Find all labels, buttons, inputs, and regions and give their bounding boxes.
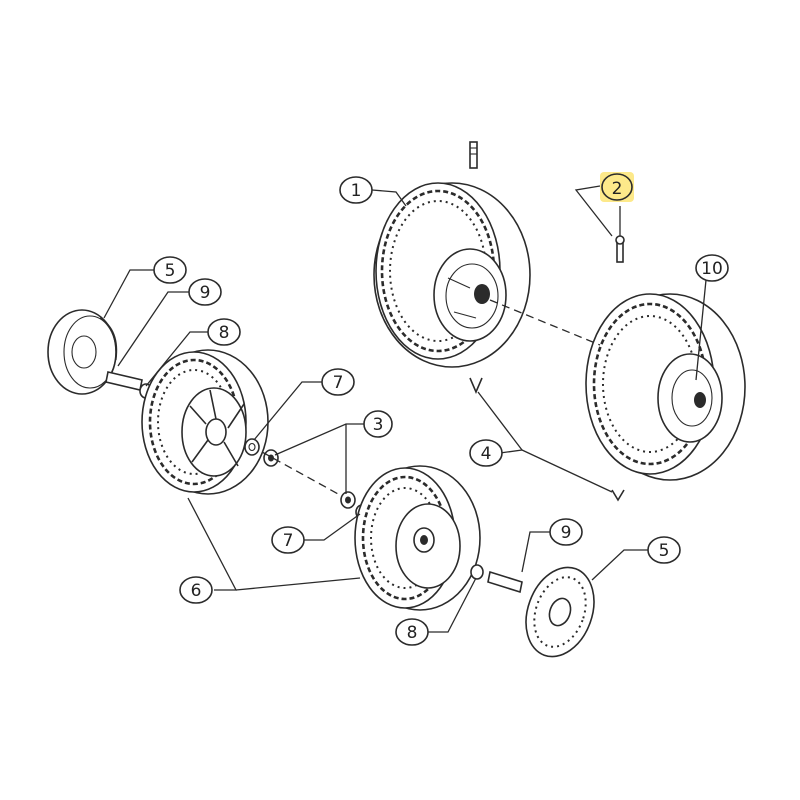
callout-label: 2 (612, 179, 623, 199)
callout-7-upper: 7 (321, 368, 355, 396)
callout-label: 4 (481, 444, 492, 464)
rear-wheel-1 (373, 182, 531, 368)
callout-label: 9 (200, 283, 211, 303)
callout-3: 3 (363, 410, 393, 438)
callout-label: 5 (659, 541, 670, 561)
nut-upper (263, 449, 279, 467)
callout-6: 6 (179, 576, 213, 604)
front-wheel-right (354, 465, 481, 611)
callout-label: 8 (407, 623, 418, 643)
callout-label: 7 (333, 373, 344, 393)
callout-1: 1 (339, 176, 373, 204)
hubcap-right (525, 566, 595, 658)
axle-line-front (261, 451, 341, 496)
callout-label: 5 (165, 261, 176, 281)
callout-label: 6 (191, 581, 202, 601)
leader-lines (103, 185, 707, 633)
callout-4: 4 (469, 439, 503, 467)
front-wheel-left (141, 349, 269, 495)
callout-5-right: 5 (647, 536, 681, 564)
axle-bolt-top (469, 141, 478, 169)
callout-label: 7 (283, 531, 294, 551)
callout-10: 10 (695, 254, 729, 282)
axle-line (489, 299, 601, 346)
cotter-pin (615, 235, 625, 263)
callout-label: 8 (219, 323, 230, 343)
washer-upper (244, 438, 260, 456)
callout-8-upper: 8 (207, 318, 241, 346)
hubcap-left (47, 309, 118, 395)
axle-pin-right (611, 489, 625, 502)
callout-label: 9 (561, 523, 572, 543)
nut-lower (340, 491, 356, 509)
callout-9-left: 9 (188, 278, 222, 306)
callout-label: 1 (351, 181, 362, 201)
callout-label: 3 (373, 415, 384, 435)
axle-pin-left (469, 377, 483, 395)
nut-right (470, 564, 484, 580)
rear-wheel-10 (585, 293, 746, 481)
callout-5-left: 5 (153, 256, 187, 284)
callout-8-lower: 8 (395, 618, 429, 646)
spacer-right (487, 570, 523, 594)
callout-7-lower: 7 (271, 526, 305, 554)
callout-2: 2 (600, 172, 634, 202)
callout-label: 10 (701, 259, 723, 279)
spacer-left (105, 371, 143, 391)
highlight-box (600, 172, 634, 202)
callout-9-right: 9 (549, 518, 583, 546)
